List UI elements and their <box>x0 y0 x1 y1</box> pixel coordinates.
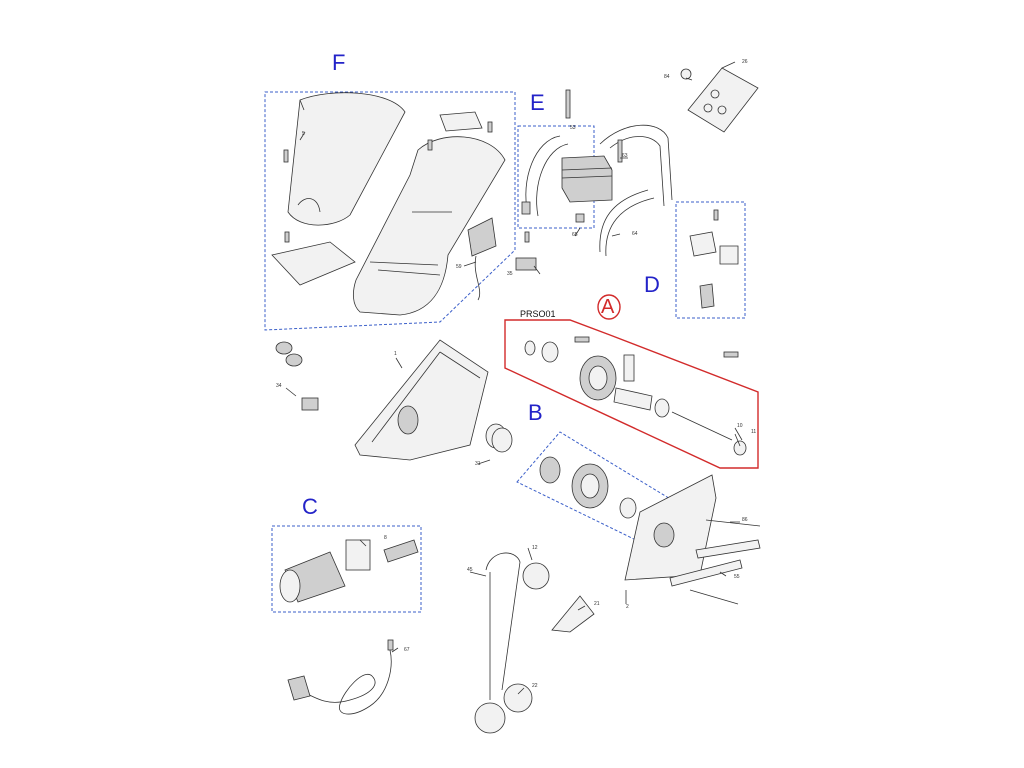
perforated-bracket-part <box>669 559 743 587</box>
group-label-f: F <box>332 50 346 75</box>
group-f-cover-assembly <box>264 91 516 331</box>
part-number-86: 86 <box>742 517 748 523</box>
motor-base-housing <box>354 339 513 461</box>
part-number-26: 26 <box>742 59 748 65</box>
group-label-c: C <box>302 494 318 519</box>
power-cable-part <box>287 639 394 715</box>
transformer-part <box>561 155 613 203</box>
chain-part <box>485 552 521 700</box>
part-number-21: 21 <box>594 601 600 607</box>
remote-control-part <box>680 67 759 133</box>
part-number-45: 45 <box>467 567 473 573</box>
long-bolt-part <box>705 519 761 527</box>
top-cover-part <box>287 92 406 226</box>
part-number-67: 67 <box>404 647 410 653</box>
worm-gear-part <box>383 539 419 563</box>
part-number-11: 11 <box>751 429 757 435</box>
part-number-31: 31 <box>475 461 481 467</box>
chain-pulley-parts <box>474 552 595 734</box>
part-number-5: 5 <box>302 131 305 137</box>
part-number-1: 1 <box>394 351 397 357</box>
part-number-59: 59 <box>456 264 462 270</box>
group-d-box <box>675 201 746 319</box>
connector-block-part <box>467 217 497 257</box>
group-a-circle <box>597 294 621 320</box>
part-number-84: 84 <box>664 74 670 80</box>
group-e-transformer <box>517 89 673 257</box>
part-number-22: 22 <box>532 683 538 689</box>
group-a-highlight-box <box>504 319 759 469</box>
part-number-8: 8 <box>384 535 387 541</box>
cable-gland-parts <box>275 341 319 411</box>
group-label-a: A <box>601 296 615 318</box>
part-number-2: 2 <box>626 604 629 610</box>
side-panel-part <box>439 111 483 132</box>
mounting-plate-part <box>624 474 761 605</box>
remote-button-part <box>680 68 692 80</box>
part-number-65: 65 <box>572 232 578 238</box>
group-label-d: D <box>644 272 660 297</box>
leader-lines <box>285 61 743 695</box>
part-number-34: 34 <box>276 383 282 389</box>
terminal-block-part <box>515 257 537 271</box>
group-label-e: E <box>530 90 545 115</box>
group-f-box <box>264 91 516 331</box>
part-number-35: 35 <box>507 271 513 277</box>
screw-part <box>283 149 289 163</box>
pulley-part <box>522 562 550 590</box>
group-d-limit-switch <box>675 201 746 319</box>
part-number-63: 63 <box>622 153 628 159</box>
group-b-gear-assembly <box>516 431 673 543</box>
circuit-board-part <box>271 241 356 286</box>
group-c-motor <box>271 525 422 613</box>
ball-weight-part <box>474 702 506 734</box>
plug-part <box>287 675 311 701</box>
part-number-55: 55 <box>734 574 740 580</box>
kit-code-label: PRSO01 <box>520 309 556 319</box>
group-a-drive-kit <box>504 294 759 469</box>
part-number-10: 10 <box>737 423 743 429</box>
group-e-box <box>517 125 595 229</box>
drive-shaft-part <box>613 387 653 411</box>
part-number-12: 12 <box>532 545 538 551</box>
part-number-64: 64 <box>632 231 638 237</box>
part-number-53: 53 <box>570 125 576 131</box>
release-handle-part <box>551 595 595 633</box>
group-label-b: B <box>528 400 543 425</box>
main-housing-part <box>352 136 506 316</box>
group-c-box <box>271 525 422 613</box>
